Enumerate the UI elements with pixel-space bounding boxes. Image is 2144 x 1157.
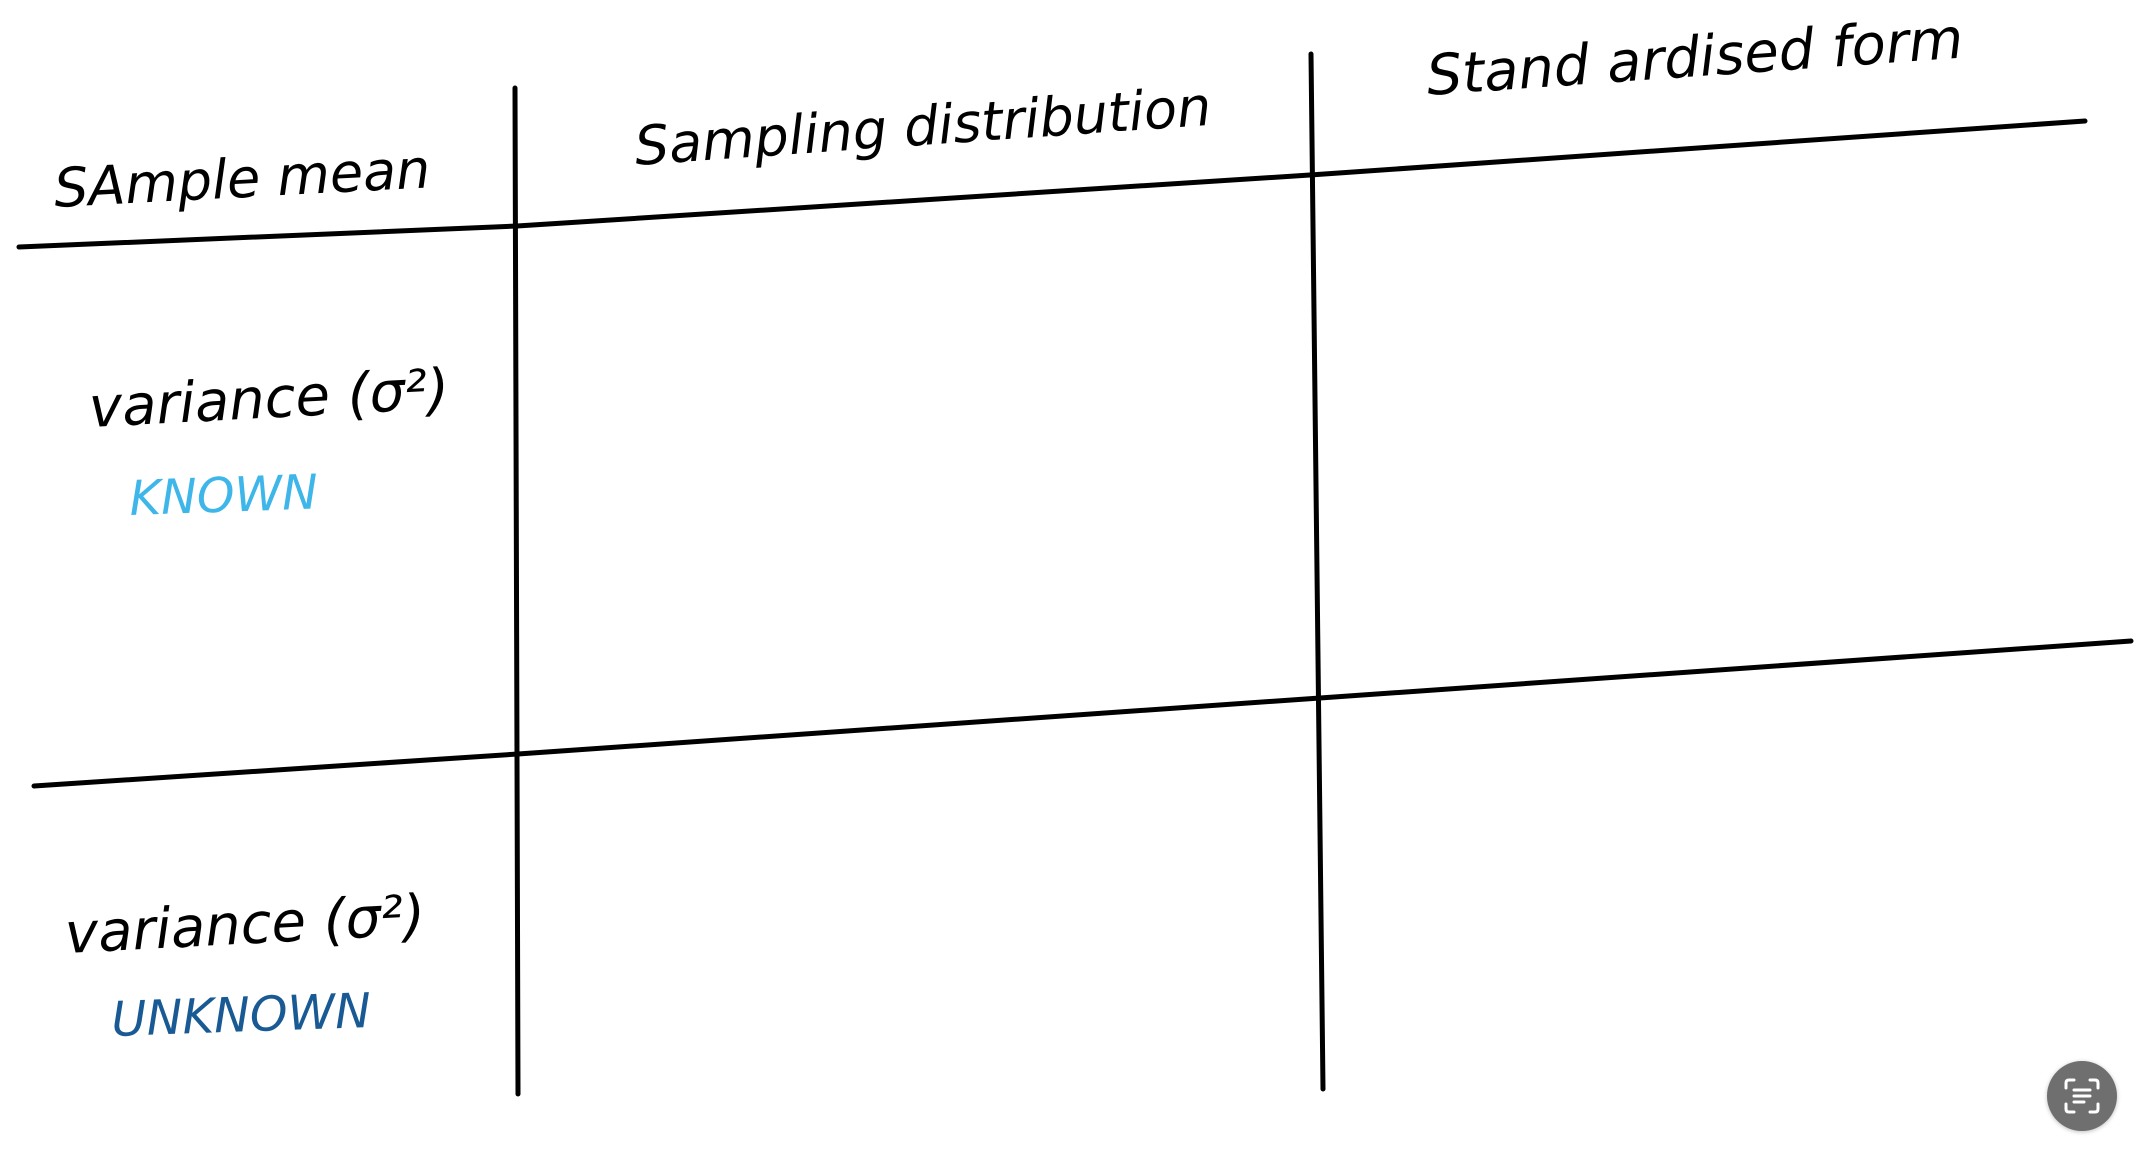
row-2-label: variance (σ²) (63, 883, 426, 967)
column-divider-1 (512, 85, 521, 1097)
table-grid (16, 51, 2134, 1097)
row-line-left (31, 751, 521, 789)
column-divider-2 (1308, 51, 1326, 1092)
row-1-status: KNOWN (128, 464, 318, 527)
row-1-label: variance (σ²) (87, 357, 450, 441)
text-scan-button[interactable] (2047, 1061, 2117, 1131)
header-sampling-distribution: Sampling distribution (633, 75, 1214, 178)
row-2-status: UNKNOWN (110, 983, 371, 1048)
header-sample-mean: SAmple mean (52, 137, 431, 220)
text-scan-icon (2062, 1076, 2102, 1116)
row-line-right (515, 638, 2134, 757)
header-line-left (16, 223, 520, 250)
header-standardised-form: Stand ardised form (1424, 7, 1965, 109)
